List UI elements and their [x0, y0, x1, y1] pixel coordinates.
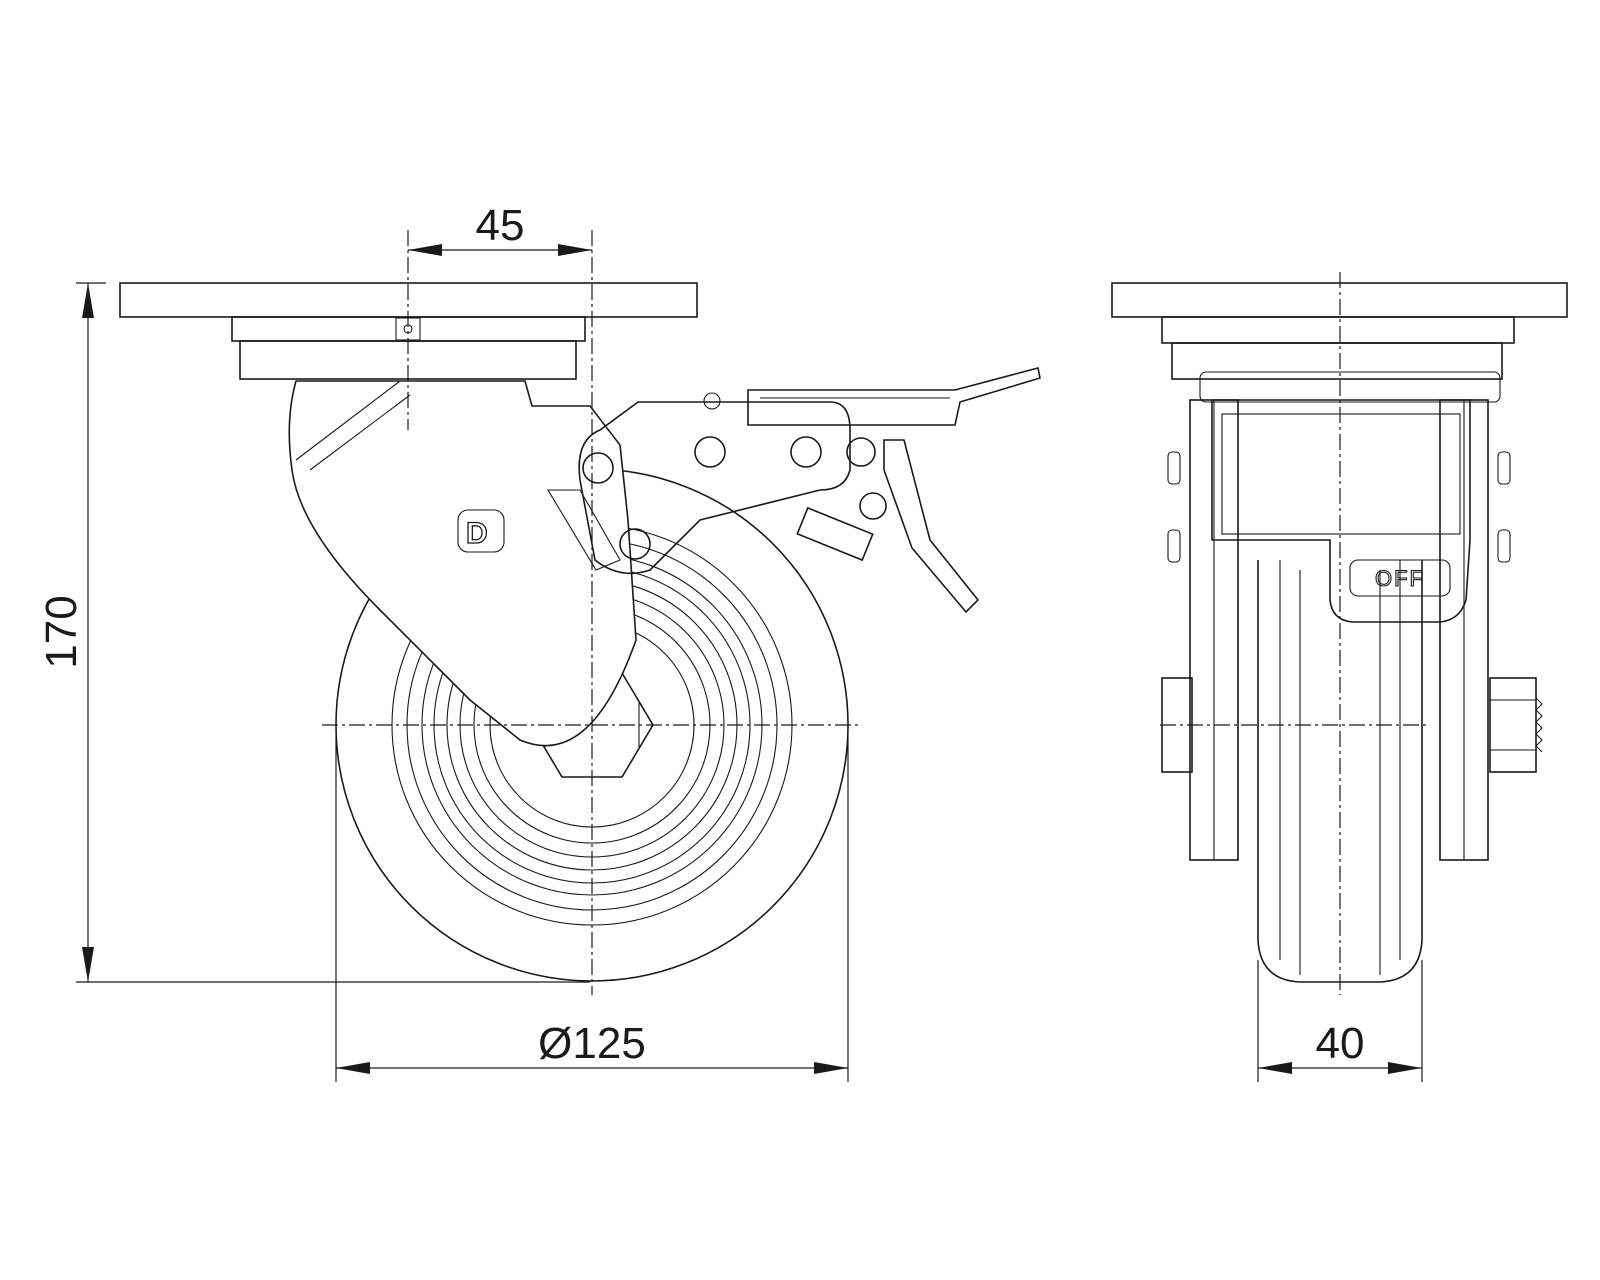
dimension-width-label: 40 [1316, 1019, 1365, 1068]
side-view: D [37, 201, 1041, 1082]
brake-mechanism [547, 367, 1041, 614]
axle-nut-right [1489, 677, 1537, 773]
brake-rivet-3 [790, 436, 822, 468]
brake-state-badge [1349, 559, 1451, 597]
dimension-height: 170 [37, 282, 590, 983]
release-lever [883, 439, 980, 614]
dimension-diameter: Ø125 [335, 735, 849, 1082]
dimension-height-label: 170 [37, 595, 86, 668]
axle-thread [1535, 697, 1543, 753]
brake-state-label: OFF [1375, 566, 1425, 591]
fork-chamfer [295, 380, 401, 461]
brake-housing-inner [1221, 413, 1461, 535]
dimension-diameter-label: Ø125 [538, 1019, 646, 1068]
brake-rivet-2 [694, 436, 726, 468]
stud-right-2 [1497, 529, 1511, 563]
logo-mark: D [457, 509, 505, 553]
brake-spring-block [796, 506, 874, 562]
stud-left-2 [1167, 529, 1181, 563]
brake-rivet-6 [859, 492, 887, 520]
brake-plate [578, 401, 851, 575]
brake-housing [1211, 399, 1471, 623]
brake-top-cover [1199, 371, 1501, 403]
front-view: OFF 40 [1111, 272, 1568, 1082]
swivel-fork [288, 380, 637, 747]
svg-text:D: D [466, 517, 488, 550]
front-bearing-ring-upper [1161, 316, 1515, 344]
brake-rivet-1 [582, 452, 614, 484]
dimension-offset-label: 45 [476, 201, 525, 250]
stud-left-1 [1167, 451, 1181, 485]
brake-rivet-4 [846, 437, 876, 467]
brake-shoe [547, 489, 621, 571]
dimension-width: 40 [1257, 960, 1423, 1082]
stud-right-1 [1497, 451, 1511, 485]
brake-pedal [747, 367, 1041, 426]
brake-rivet-5 [619, 528, 651, 560]
front-bearing-ring-lower [1171, 342, 1503, 380]
dimension-offset: 45 [408, 201, 592, 256]
brake-pivot [703, 392, 721, 410]
